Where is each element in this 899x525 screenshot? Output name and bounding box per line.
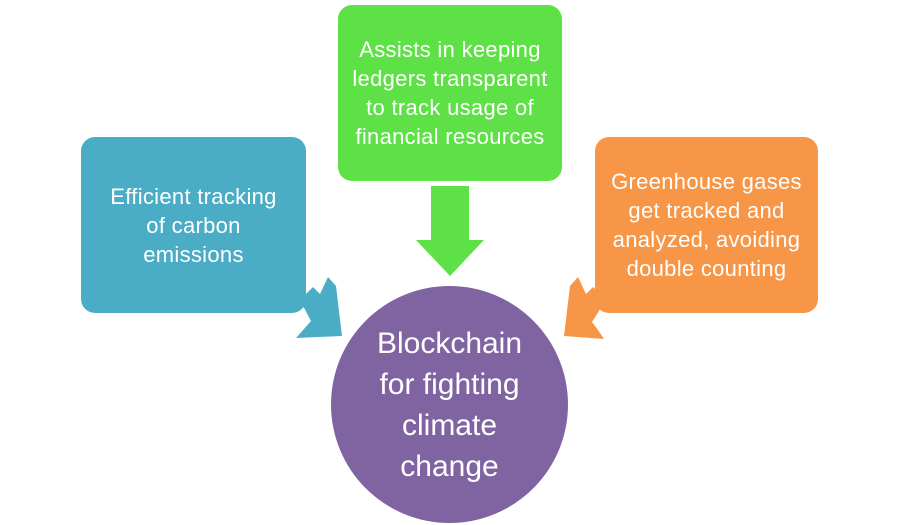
center-label: Blockchain for fighting climate change (376, 326, 523, 483)
node-greenhouse-gases: Greenhouse gases get tracked and analyze… (595, 137, 818, 313)
node-label: Assists in keeping ledgers transparent t… (352, 37, 548, 149)
arrow-down-icon (416, 186, 484, 276)
node-transparent-ledgers: Assists in keeping ledgers transparent t… (338, 5, 562, 181)
node-label: Greenhouse gases get tracked and analyze… (611, 169, 802, 281)
node-label: Efficient tracking of carbon emissions (110, 183, 277, 267)
arrow-diagonal-right-icon (296, 277, 342, 338)
node-carbon-tracking: Efficient tracking of carbon emissions (81, 137, 306, 313)
center-circle: Blockchain for fighting climate change (331, 286, 568, 523)
